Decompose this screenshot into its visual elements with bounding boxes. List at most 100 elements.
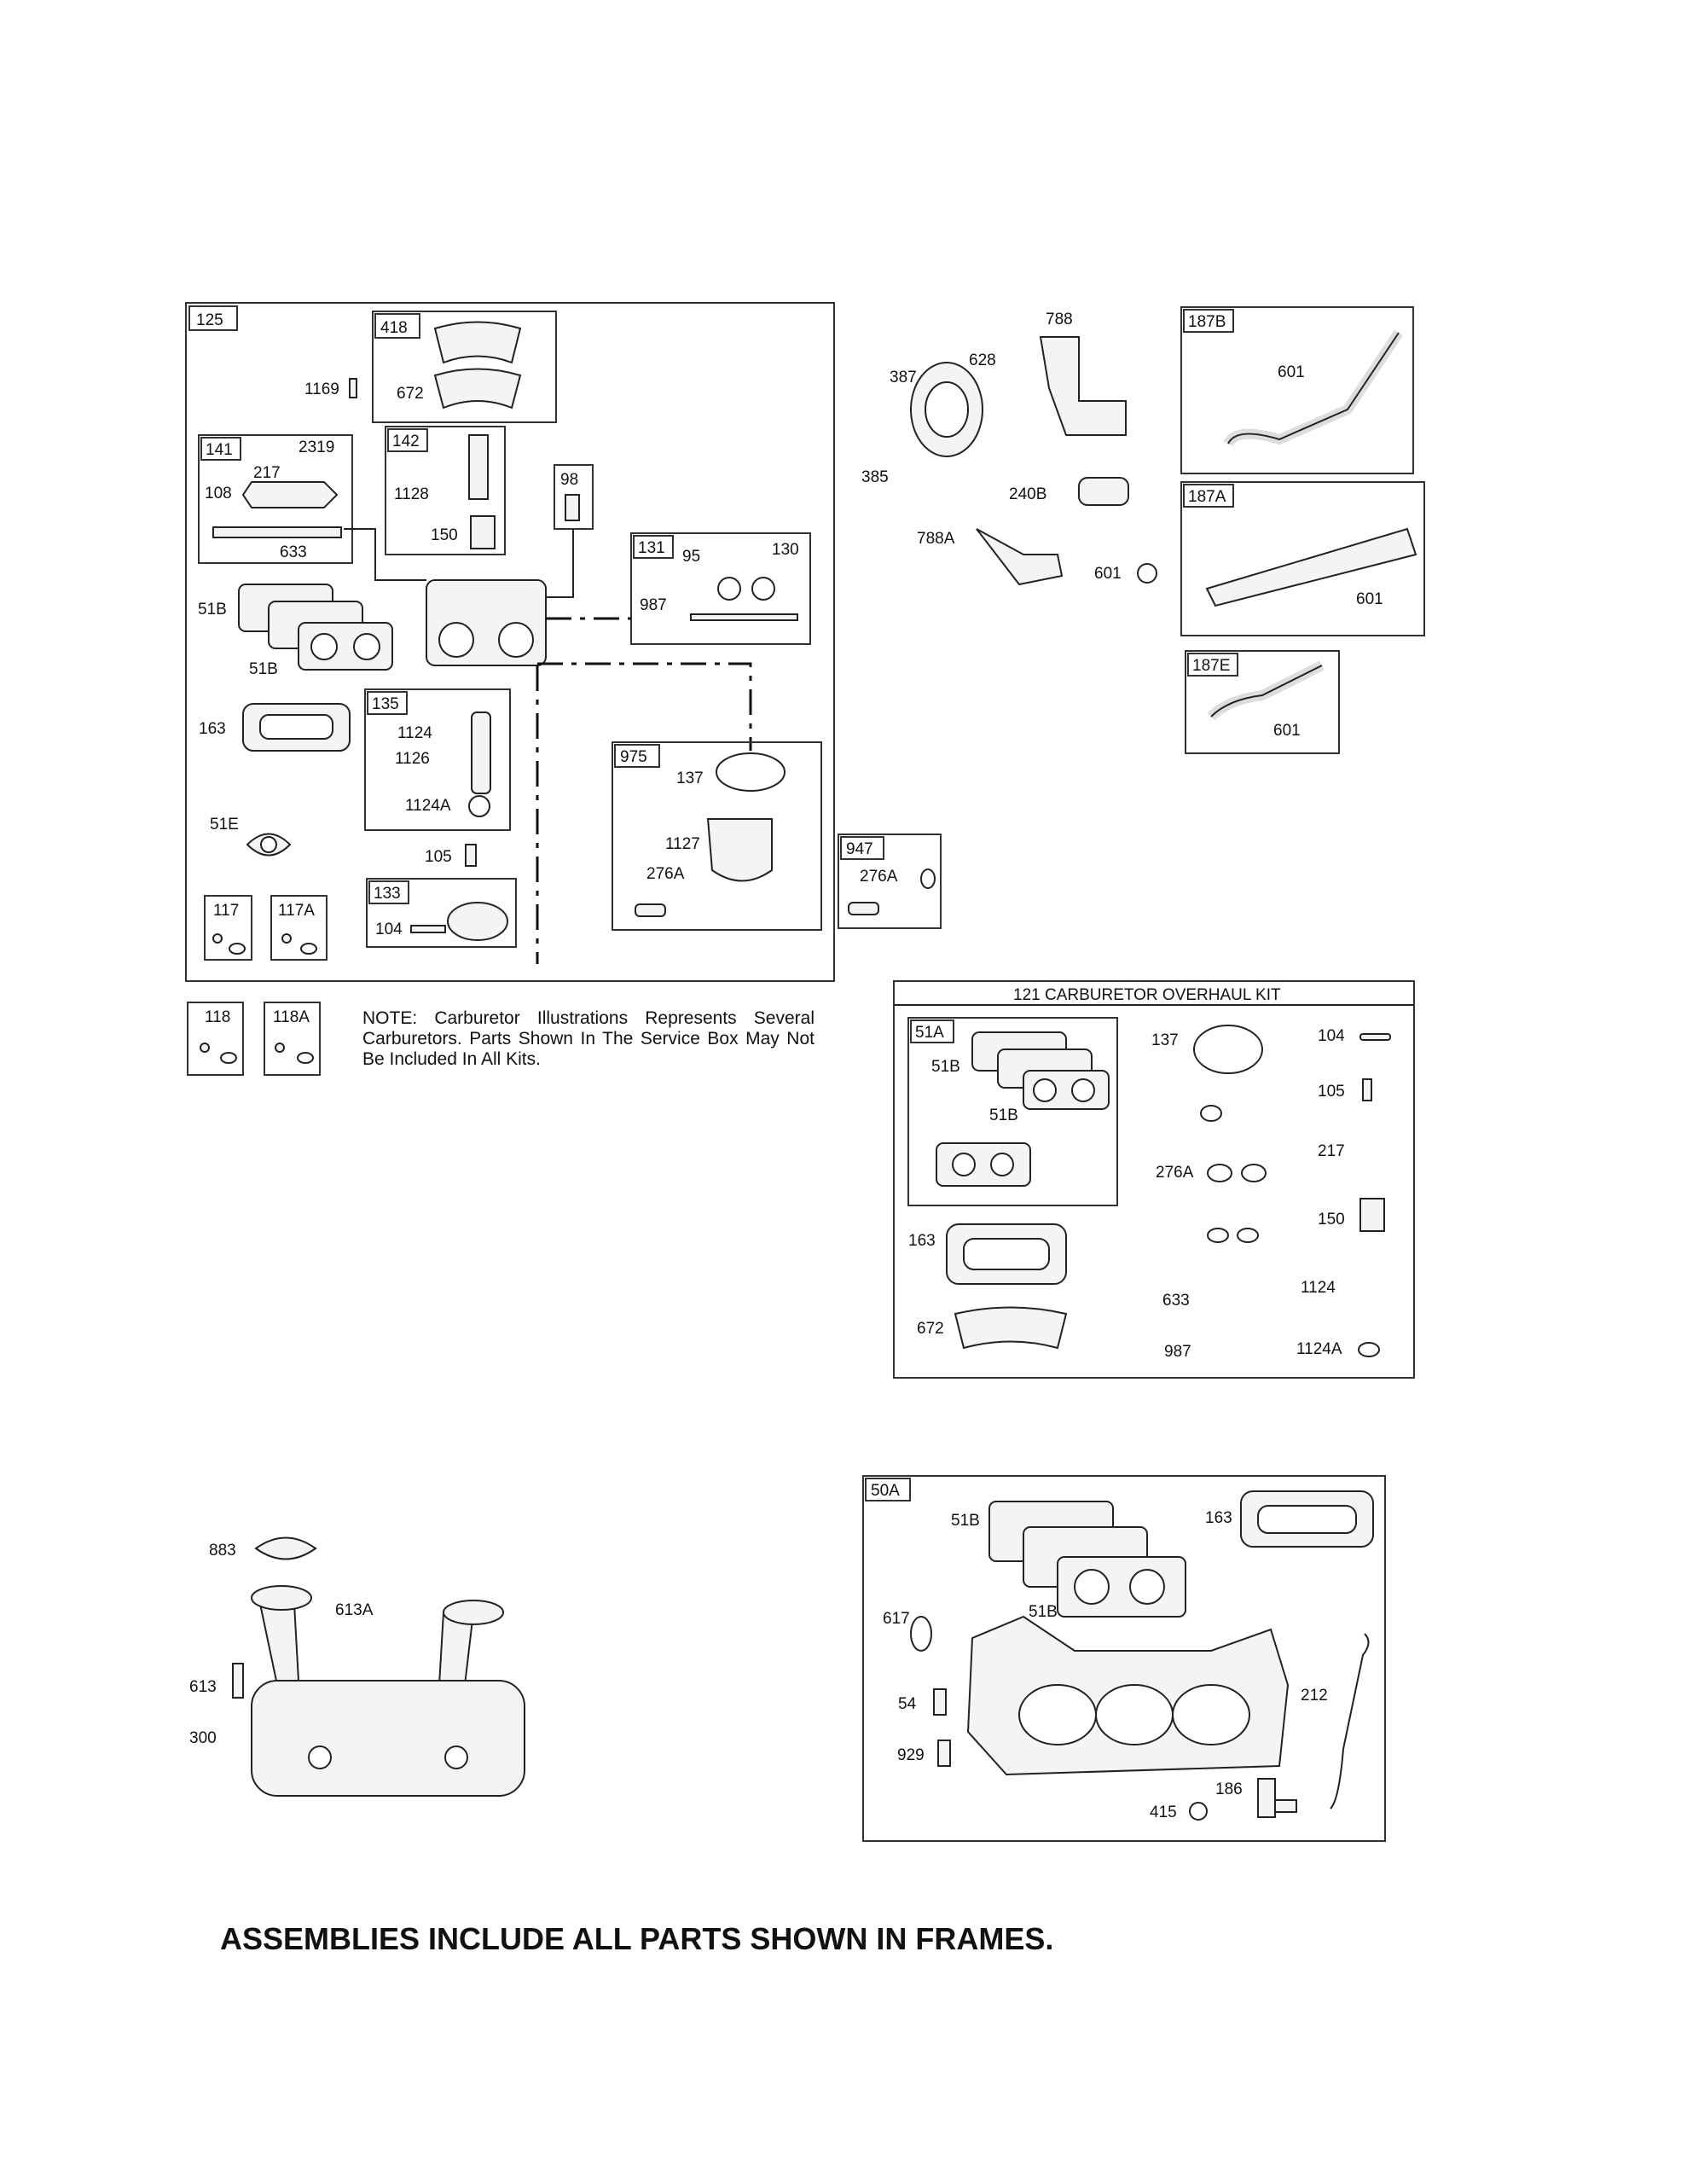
- part-150: [470, 515, 496, 549]
- label-1128: 1128: [394, 485, 429, 503]
- screw-98: [565, 494, 580, 521]
- frame-121-kit: [893, 980, 1415, 1379]
- label-1124A: 1124A: [405, 797, 451, 815]
- label-51B-b: 51B: [249, 660, 278, 678]
- frame-51A: [907, 1017, 1118, 1206]
- label-387: 387: [890, 369, 917, 386]
- label-108: 108: [205, 485, 232, 502]
- frame-418: [372, 311, 557, 423]
- frame-label-125: 125: [196, 311, 223, 329]
- frame-187E: [1185, 650, 1340, 754]
- label-300: 300: [189, 1729, 217, 1747]
- label-672: 672: [397, 385, 424, 403]
- frame-label-118: 118: [205, 1008, 230, 1026]
- label-601-b: 601: [1278, 363, 1305, 381]
- frame-label-117A: 117A: [278, 902, 315, 920]
- float-bowl-tube: [471, 712, 491, 794]
- frame-label-133: 133: [374, 885, 401, 903]
- label-276A-b: 276A: [860, 868, 898, 886]
- label-1126: 1126: [395, 750, 430, 768]
- frame-label-975: 975: [620, 748, 647, 766]
- frame-133: [366, 878, 517, 948]
- label-163: 163: [199, 720, 226, 738]
- kit-label-633: 633: [1162, 1292, 1190, 1310]
- kit-label-150: 150: [1318, 1211, 1345, 1228]
- frame-label-947: 947: [846, 840, 873, 858]
- frame-135: [364, 688, 511, 831]
- oring-137: [716, 752, 786, 792]
- frame-975: [612, 741, 822, 931]
- frame-118A: [264, 1002, 321, 1076]
- kit-label-276A: 276A: [1156, 1164, 1194, 1182]
- frame-label-141: 141: [206, 441, 233, 459]
- frame-label-187B: 187B: [1188, 313, 1226, 331]
- frame-label-51A: 51A: [915, 1024, 944, 1042]
- frame-label-117: 117: [213, 902, 239, 920]
- kit-label-105: 105: [1318, 1083, 1345, 1101]
- label-613: 613: [189, 1678, 217, 1696]
- frame-187B: [1180, 306, 1414, 474]
- frame-label-50A: 50A: [871, 1482, 900, 1500]
- solenoid-947: [848, 902, 879, 915]
- label-130: 130: [772, 541, 799, 559]
- gasket-883: [254, 1536, 317, 1560]
- manifold-label-929: 929: [897, 1746, 925, 1764]
- frame-label-118A: 118A: [273, 1008, 310, 1026]
- label-788: 788: [1046, 311, 1073, 328]
- manifold-label-186: 186: [1215, 1780, 1243, 1798]
- manifold-label-51B: 51B: [951, 1512, 980, 1530]
- muffler-300: [251, 1680, 525, 1797]
- kit-label-51B-b: 51B: [989, 1107, 1018, 1124]
- manifold-label-415: 415: [1150, 1804, 1177, 1821]
- label-385: 385: [861, 468, 889, 486]
- label-628: 628: [969, 351, 996, 369]
- label-276A: 276A: [646, 865, 685, 883]
- frame-142: [385, 426, 506, 555]
- frame-label-135: 135: [372, 695, 399, 713]
- manifold-label-163: 163: [1205, 1509, 1232, 1527]
- bar-141: [212, 526, 342, 538]
- needle-142: [468, 434, 489, 500]
- frame-141: [198, 434, 353, 564]
- pin-104: [410, 925, 446, 933]
- frame-label-418: 418: [380, 319, 408, 337]
- frame-50A: [862, 1475, 1386, 1842]
- frame-label-142: 142: [392, 433, 420, 450]
- hose-187A: [1205, 527, 1417, 607]
- screw-1169: [349, 378, 357, 398]
- gasket-418-top: [433, 321, 522, 364]
- fuel-filter-240B: [1078, 477, 1129, 506]
- shaft-131: [690, 613, 798, 621]
- label-1124: 1124: [397, 724, 432, 742]
- kit-label-137: 137: [1151, 1031, 1179, 1049]
- kit-label-163: 163: [908, 1232, 936, 1250]
- plate-108: [241, 481, 339, 508]
- spring-105: [465, 844, 477, 867]
- kit-label-217: 217: [1318, 1142, 1345, 1160]
- manifold-label-51B-b: 51B: [1029, 1603, 1058, 1621]
- frame-label-131: 131: [638, 539, 665, 557]
- label-883: 883: [209, 1542, 236, 1560]
- kit-label-1124A: 1124A: [1296, 1340, 1342, 1358]
- frame-label-187A: 187A: [1188, 488, 1226, 506]
- label-601-c: 601: [1356, 590, 1383, 608]
- manifold-label-54: 54: [898, 1695, 917, 1713]
- frame-947: [838, 834, 942, 929]
- frame-125: [185, 302, 835, 982]
- label-1169: 1169: [304, 380, 339, 398]
- carburetor-note: NOTE: Carburetor Illustrations Represent…: [362, 1008, 815, 1069]
- assemblies-footer: ASSEMBLIES INCLUDE ALL PARTS SHOWN IN FR…: [220, 1921, 1054, 1956]
- label-217: 217: [253, 464, 281, 482]
- label-104: 104: [375, 921, 403, 938]
- frame-label-98: 98: [560, 471, 578, 489]
- kit-label-672: 672: [917, 1320, 944, 1338]
- label-240B: 240B: [1009, 485, 1046, 503]
- gasket-672: [433, 368, 522, 410]
- label-633: 633: [280, 543, 307, 561]
- bracket-788: [1039, 336, 1127, 436]
- bolt-613: [232, 1663, 244, 1699]
- kit-title: 121 CARBURETOR OVERHAUL KIT: [1013, 986, 1281, 1004]
- frame-117: [204, 895, 252, 961]
- fuel-bowl-975: [706, 818, 773, 882]
